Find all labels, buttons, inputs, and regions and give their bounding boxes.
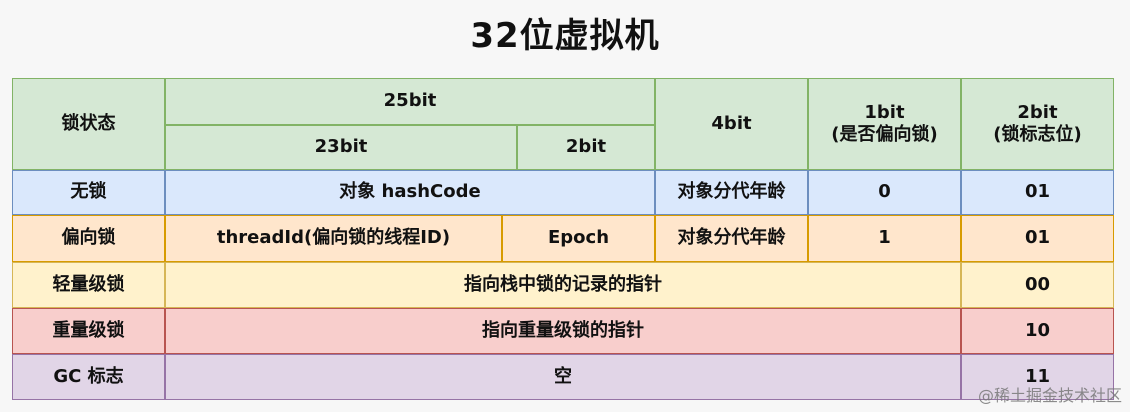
- watermark: @稀土掘金技术社区: [977, 386, 1122, 405]
- row-light-state: 轻量级锁: [12, 262, 165, 308]
- row-heavy-state: 重量级锁: [12, 308, 165, 354]
- row-unlocked-state: 无锁: [12, 170, 165, 215]
- diagram-title: 32位虚拟机: [470, 16, 660, 56]
- row-heavy-flag: 10: [961, 308, 1114, 354]
- header-2bit-flag: 2bit (锁标志位): [961, 78, 1114, 170]
- row-unlocked-biased-bit: 0: [808, 170, 961, 215]
- row-biased-age: 对象分代年龄: [655, 215, 808, 262]
- header-25bit: 25bit: [165, 78, 655, 125]
- row-unlocked-hashcode: 对象 hashCode: [165, 170, 655, 215]
- header-4bit: 4bit: [655, 78, 808, 170]
- row-unlocked-flag: 01: [961, 170, 1114, 215]
- row-gc-flag: 11: [961, 354, 1114, 400]
- row-gc-state: GC 标志: [12, 354, 165, 400]
- row-biased-epoch: Epoch: [502, 215, 655, 262]
- row-light-flag: 00: [961, 262, 1114, 308]
- row-light-pointer: 指向栈中锁的记录的指针: [165, 262, 961, 308]
- header-1bit-biased: 1bit (是否偏向锁): [808, 78, 961, 170]
- row-biased-state: 偏向锁: [12, 215, 165, 262]
- header-lock-state: 锁状态: [12, 78, 165, 170]
- header-2bit-epoch: 2bit: [517, 125, 655, 170]
- header-23bit: 23bit: [165, 125, 517, 170]
- row-biased-biased-bit: 1: [808, 215, 961, 262]
- row-gc-empty: 空: [165, 354, 961, 400]
- row-biased-flag: 01: [961, 215, 1114, 262]
- row-biased-thread-id: threadId(偏向锁的线程ID): [165, 215, 502, 262]
- row-heavy-pointer: 指向重量级锁的指针: [165, 308, 961, 354]
- row-unlocked-age: 对象分代年龄: [655, 170, 808, 215]
